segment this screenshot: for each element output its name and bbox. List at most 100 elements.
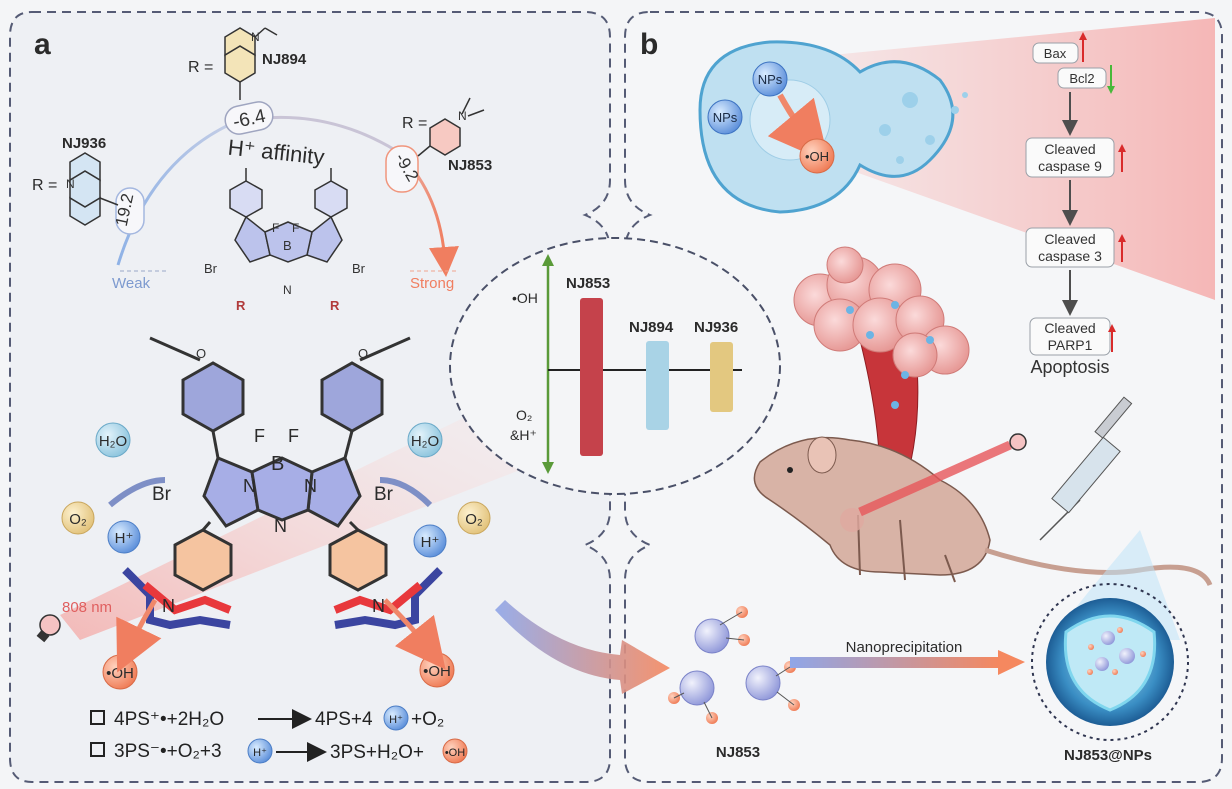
h2o-bubble-right: H₂O — [407, 422, 443, 458]
pathway-bax: Bax — [1032, 32, 1087, 64]
svg-text:H⁺: H⁺ — [253, 747, 267, 759]
svg-text:R: R — [330, 298, 340, 313]
svg-text:R =: R = — [188, 59, 213, 76]
svg-text:NJ936: NJ936 — [694, 319, 738, 336]
pathway-caspase3: Cleaved caspase 3 — [1025, 227, 1126, 268]
svg-text:N: N — [243, 476, 256, 496]
svg-text:Br: Br — [374, 484, 394, 505]
h2o-bubble-left: H₂O — [95, 422, 131, 458]
svg-text:O: O — [358, 346, 368, 361]
laser-bulb-a — [36, 614, 61, 643]
weak-label: Weak — [112, 275, 151, 292]
svg-text:NJ936: NJ936 — [62, 135, 106, 152]
svg-text:H₂O: H₂O — [411, 433, 439, 450]
svg-text:N: N — [372, 596, 385, 616]
svg-text:caspase 3: caspase 3 — [1038, 248, 1102, 264]
svg-text:H⁺: H⁺ — [115, 530, 134, 547]
flow-arrow — [495, 600, 670, 694]
level-bar-nj853: NJ853 — [566, 275, 610, 456]
bodipy-core-large: O O B F F N N N Br Br N N — [122, 336, 443, 630]
svg-text:4PS+4: 4PS+4 — [315, 709, 373, 730]
svg-text:NPs: NPs — [758, 72, 783, 87]
svg-text:F: F — [288, 426, 299, 446]
svg-text:Br: Br — [152, 484, 172, 505]
bodipy-core-small: B F F Br Br R R N — [204, 168, 366, 313]
o2-bubble-right: O₂ — [457, 501, 491, 535]
svg-text:Br: Br — [352, 261, 366, 276]
svg-text:H⁺: H⁺ — [389, 714, 403, 726]
laser-to-mouse — [858, 433, 1027, 517]
svg-text:4PS⁺•+2H₂O: 4PS⁺•+2H₂O — [114, 709, 224, 730]
svg-text:H⁺: H⁺ — [421, 534, 440, 551]
strong-label: Strong — [410, 275, 454, 292]
panel-b-label: b — [640, 28, 658, 61]
svg-text:Cleaved: Cleaved — [1044, 141, 1095, 157]
svg-text:N: N — [458, 109, 467, 123]
level-top-label: •OH — [512, 290, 538, 306]
svg-text:+O₂: +O₂ — [411, 709, 444, 730]
svg-text:O₂: O₂ — [69, 511, 87, 528]
svg-text:R =: R = — [32, 177, 57, 194]
apoptosis-label: Apoptosis — [1030, 357, 1109, 377]
species-arrows — [108, 477, 446, 673]
svg-text:NJ853: NJ853 — [566, 275, 610, 292]
np-bubble-2: NPs — [707, 99, 743, 135]
oh-bubble-left: •OH — [102, 654, 138, 690]
nj936-value-pill: 19.2 — [112, 187, 145, 235]
svg-text:O: O — [196, 346, 206, 361]
pathway-parp1: Cleaved PARP1 — [1029, 317, 1116, 356]
svg-text:NJ853: NJ853 — [448, 157, 492, 174]
tumor-illustration — [793, 246, 970, 501]
svg-text:F: F — [292, 221, 299, 235]
svg-text:F: F — [254, 426, 265, 446]
svg-text:N: N — [304, 476, 317, 496]
svg-text:F: F — [272, 221, 279, 235]
laser-wavelength-label: 808 nm — [62, 599, 112, 616]
svg-text:N: N — [66, 177, 75, 191]
svg-text:3PS⁻•+O₂+3: 3PS⁻•+O₂+3 — [114, 741, 222, 762]
oh-bubble-cell: •OH — [799, 138, 835, 174]
h-plus-bubble-left: H⁺ — [107, 520, 141, 554]
pathway-bcl2: Bcl2 — [1057, 65, 1115, 94]
svg-text:Bax: Bax — [1044, 46, 1067, 61]
nj894-value-pill: -6.4 — [224, 101, 274, 135]
laser-beam-a — [60, 400, 520, 640]
svg-text:Cleaved: Cleaved — [1044, 231, 1095, 247]
pathway-caspase9: Cleaved caspase 9 — [1025, 137, 1126, 178]
level-chart-frame — [449, 237, 781, 495]
level-bottom-label-1: O₂ — [516, 407, 532, 423]
nanoparticle-illustration — [1031, 583, 1189, 741]
svg-text:Br: Br — [204, 261, 218, 276]
svg-text:O₂: O₂ — [465, 511, 483, 528]
svg-text:•OH: •OH — [805, 149, 829, 164]
svg-text:B: B — [271, 453, 284, 475]
nj894-substituent: R = N NJ894 — [188, 27, 307, 100]
svg-text:H₂O: H₂O — [99, 433, 127, 450]
level-bar-nj894: NJ894 — [629, 319, 674, 430]
np-bubble-1: NPs — [752, 61, 788, 97]
equation-2: 3PS⁻•+O₂+3 H⁺ 3PS+H₂O+ •OH — [90, 738, 468, 764]
nj853-value-pill: -9.2 — [385, 145, 422, 193]
nanoprecipitation-arrow — [790, 650, 1025, 675]
svg-text:NJ894: NJ894 — [629, 319, 674, 336]
svg-text:Cleaved: Cleaved — [1044, 320, 1095, 336]
h-plus-bubble-right: H⁺ — [413, 524, 447, 558]
svg-text:N: N — [162, 596, 175, 616]
svg-text:R: R — [236, 298, 246, 313]
nj936-substituent: NJ936 R = N — [32, 135, 119, 226]
panel-a-label: a — [34, 28, 51, 61]
svg-text:B: B — [283, 238, 292, 253]
svg-text:3PS+H₂O+: 3PS+H₂O+ — [330, 742, 424, 763]
free-molecules — [668, 606, 800, 724]
svg-text:N: N — [274, 516, 287, 536]
svg-text:caspase 9: caspase 9 — [1038, 158, 1102, 174]
svg-text:NJ894: NJ894 — [262, 51, 307, 68]
svg-text:R =: R = — [402, 115, 427, 132]
svg-text:NPs: NPs — [713, 110, 738, 125]
equation-1: 4PS⁺•+2H₂O 4PS+4 H⁺ +O₂ — [90, 705, 444, 731]
nj853-substituent: R = N NJ853 — [402, 97, 492, 174]
o2-bubble-left: O₂ — [61, 501, 95, 535]
oh-bubble-right: •OH — [419, 652, 455, 688]
nanoprecipitation-label: Nanoprecipitation — [846, 639, 963, 656]
